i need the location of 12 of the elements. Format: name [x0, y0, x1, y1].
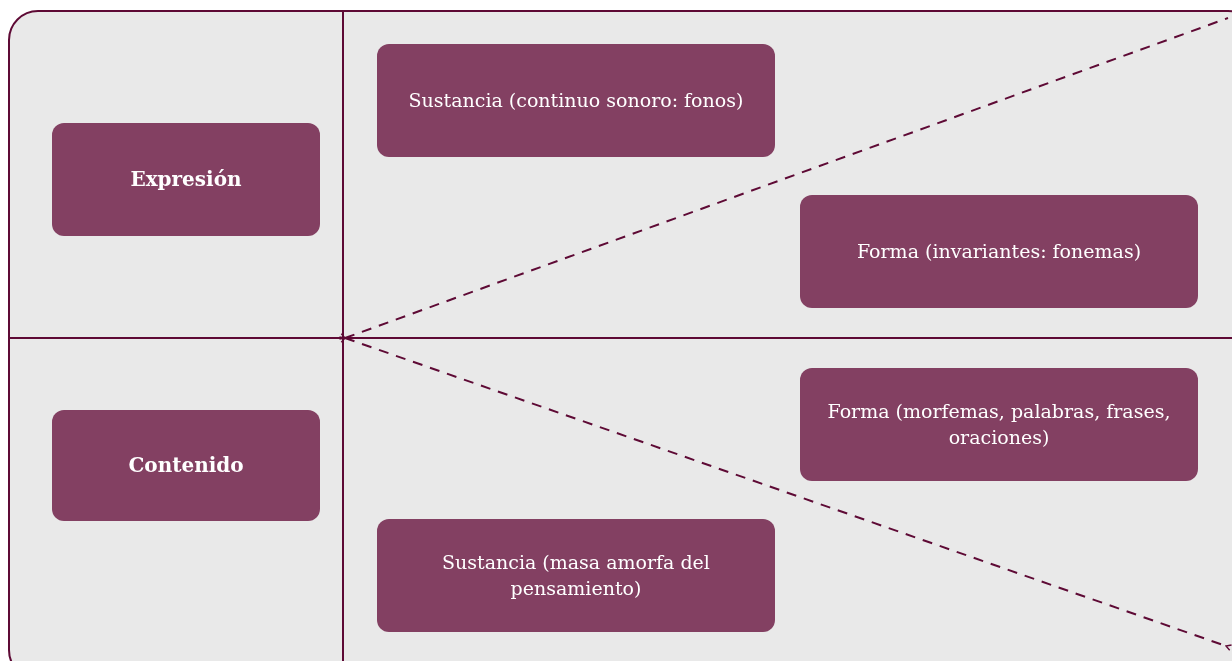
- text-box: [377, 44, 775, 157]
- text-box: [52, 410, 320, 521]
- box-label: Contenido: [128, 452, 244, 479]
- text-box: [800, 195, 1198, 308]
- text-box: [377, 519, 775, 632]
- text-box: [52, 123, 320, 236]
- box-label: Sustancia (continuo sonoro: fonos): [408, 87, 744, 113]
- box-label: Forma (morfemas, palabras, frases, oraciones): [826, 398, 1172, 450]
- box-label: Expresión: [130, 166, 242, 193]
- box-label: Forma (invariantes: fonemas): [856, 238, 1142, 264]
- box-label: Sustancia (masa amorfa del pensamiento): [441, 549, 711, 601]
- text-box: [800, 368, 1198, 481]
